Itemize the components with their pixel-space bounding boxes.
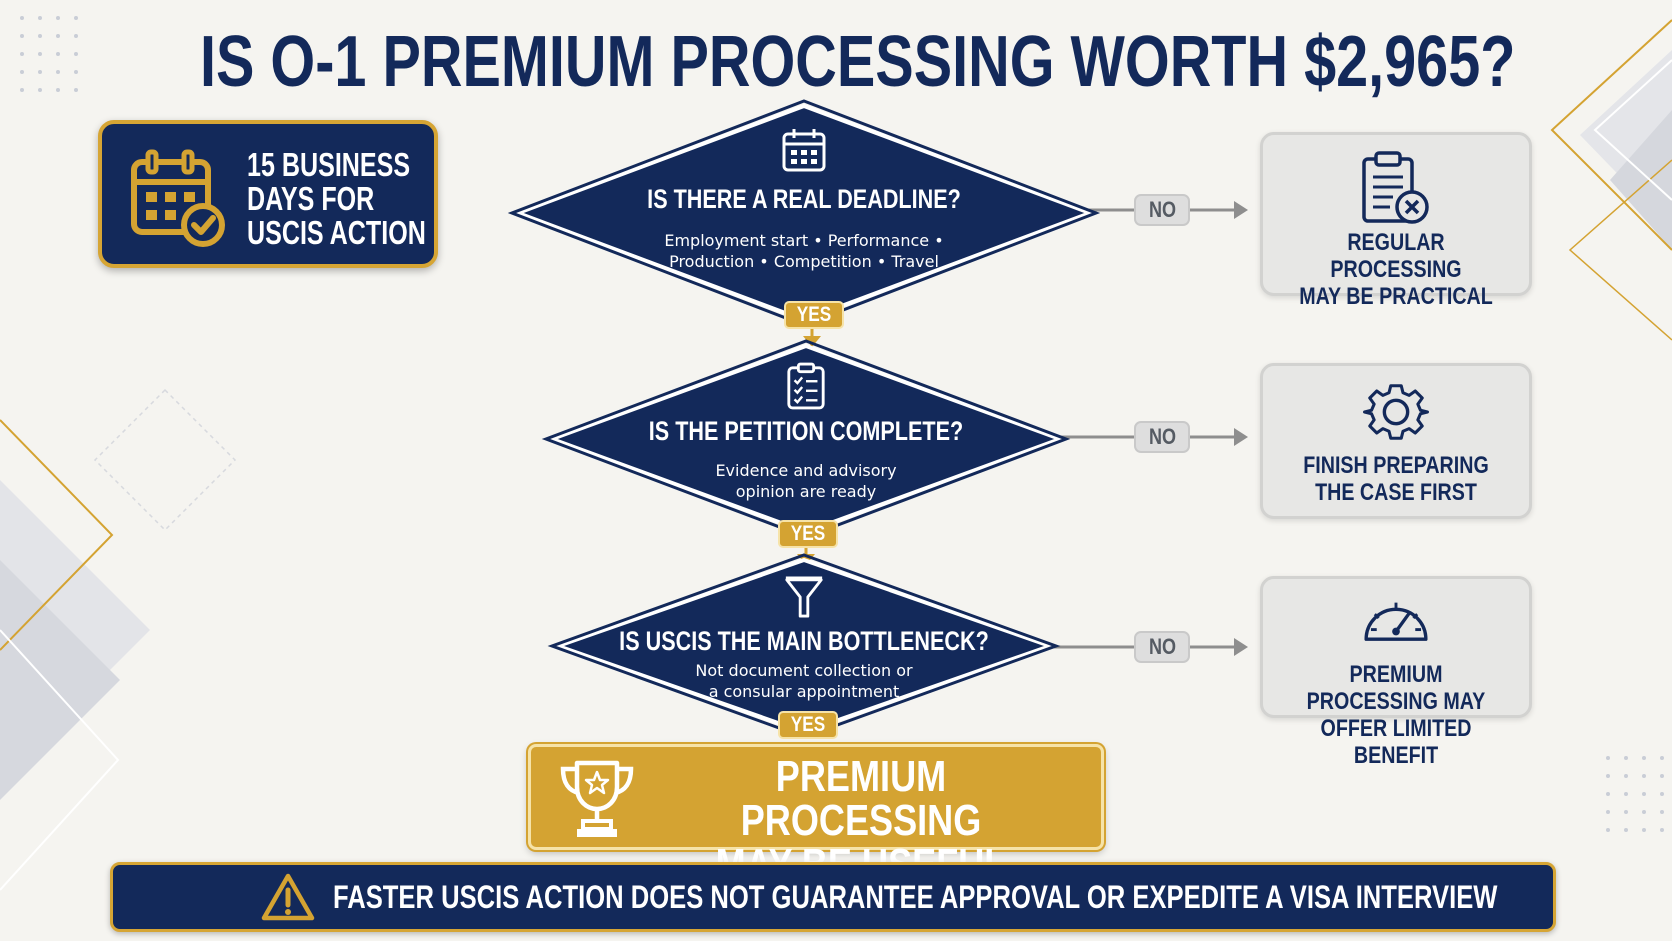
result-banner: PREMIUM PROCESSING MAY BE USEFUL [528,744,1104,887]
decision-detail: Not document collection or a consular ap… [695,661,913,701]
funnel-icon [785,576,823,618]
timing-badge-text: 15 BUSINESS DAYS FOR USCIS ACTION [247,146,426,251]
yes-label: YES [778,520,838,548]
decision-deadline: IS THERE A REAL DEADLINE? Employment sta… [507,99,1101,327]
decision-uscis-bottleneck: IS USCIS THE MAIN BOTTLENECK? Not docume… [547,553,1061,739]
timing-badge: 15 BUSINESS DAYS FOR USCIS ACTION [98,120,438,268]
decision-petition-complete: IS THE PETITION COMPLETE? Evidence and a… [541,339,1071,539]
yes-label: YES [778,711,838,739]
calendar-check-icon [131,149,225,247]
no-label: NO [1134,194,1190,226]
warning-text: FASTER USCIS ACTION DOES NOT GUARANTEE A… [333,879,1498,915]
warning-banner: FASTER USCIS ACTION DOES NOT GUARANTEE A… [110,862,1556,932]
no-label: NO [1134,421,1190,453]
yes-label: YES [784,301,844,329]
outcome-text: PREMIUM PROCESSING MAY OFFER LIMITED BEN… [1306,661,1486,769]
trophy-icon [560,760,634,837]
decision-detail: Employment start • Performance • Product… [664,231,944,271]
decision-detail: Evidence and advisory opinion are ready [715,461,897,501]
speedometer-icon [1364,602,1428,641]
no-label: NO [1134,631,1190,663]
decision-question: IS THE PETITION COMPLETE? [648,416,964,446]
outcome-text: FINISH PREPARING THE CASE FIRST [1303,452,1489,506]
clipboard-x-icon [1362,151,1429,224]
outcome-limited-benefit: PREMIUM PROCESSING MAY OFFER LIMITED BEN… [1260,576,1532,769]
outcome-text: REGULAR PROCESSING MAY BE PRACTICAL [1299,229,1493,310]
outcome-finish-preparing: FINISH PREPARING THE CASE FIRST [1260,363,1532,519]
checklist-icon [787,362,825,410]
calendar-icon [782,129,826,172]
decision-question: IS THERE A REAL DEADLINE? [647,184,961,214]
page-title: IS O-1 PREMIUM PROCESSING WORTH $2,965? [200,22,1516,102]
outcome-regular-processing: REGULAR PROCESSING MAY BE PRACTICAL [1260,132,1532,310]
gear-icon [1362,384,1430,440]
warning-icon [261,873,315,921]
decision-question: IS USCIS THE MAIN BOTTLENECK? [619,626,989,656]
